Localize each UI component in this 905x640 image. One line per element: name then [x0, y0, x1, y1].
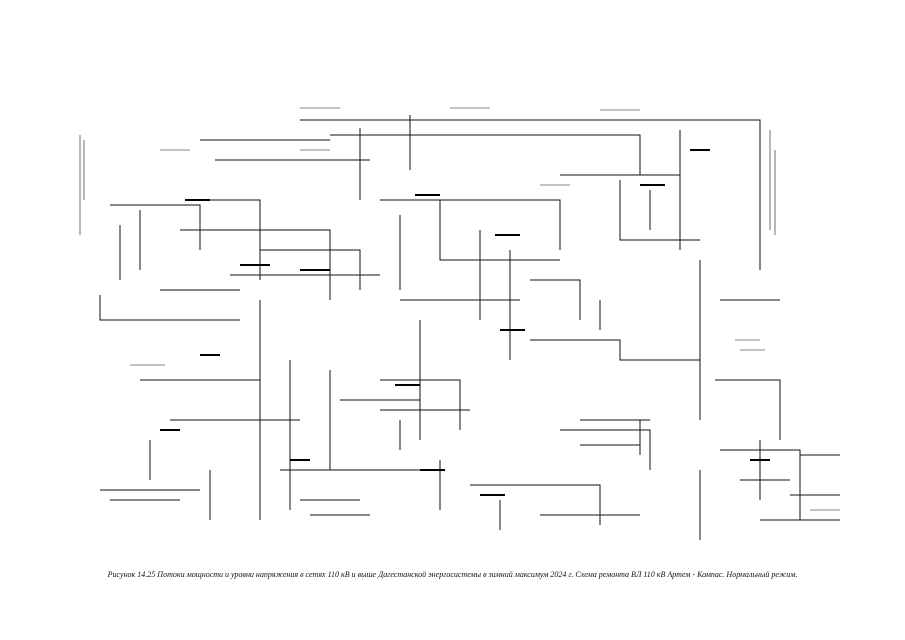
right-annotation	[769, 130, 776, 235]
substation-buses	[160, 149, 770, 496]
transmission-lines	[99, 115, 840, 540]
figure-caption: Рисунок 14.25 Потоки мощности и уровни н…	[107, 570, 798, 579]
left-annotation	[79, 135, 85, 235]
flow-labels	[130, 107, 840, 511]
